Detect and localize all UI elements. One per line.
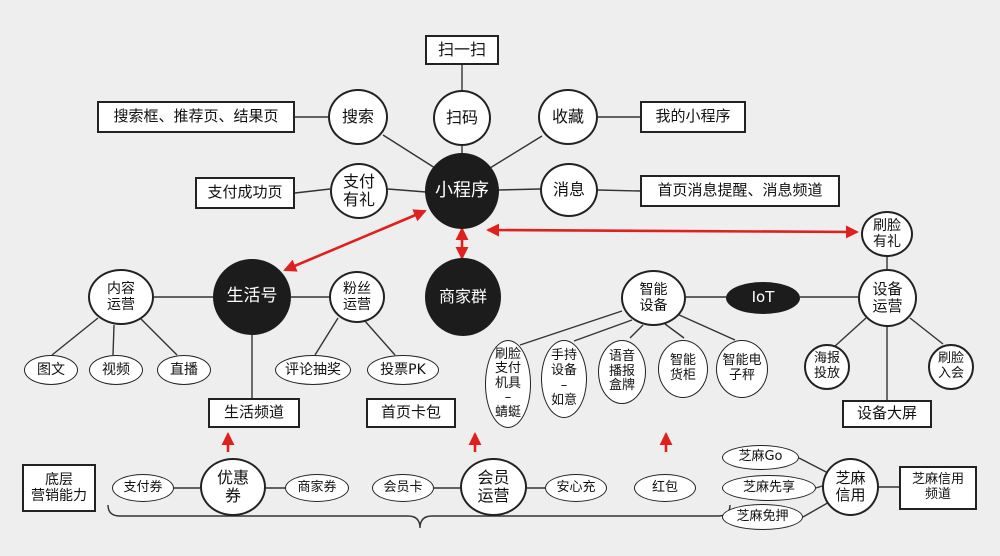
- device-voice-box: 语音 播报 盒牌: [598, 340, 646, 404]
- iot-node: IoT: [726, 282, 800, 314]
- base-marketing-box: 底层 营销能力: [22, 464, 96, 512]
- zhima-channel-box: 芝麻信用 频道: [899, 466, 977, 510]
- pay-success-page-box: 支付成功页: [195, 177, 295, 209]
- my-mini-program-box: 我的小程序: [640, 101, 746, 133]
- zhima-go-node: 芝麻Go: [722, 445, 799, 470]
- message-node: 消息: [540, 163, 598, 217]
- device-handheld-ruyi: 手持 设备 – 如意: [541, 340, 587, 418]
- content-item-video: 视频: [89, 355, 143, 385]
- zhima-pre-enjoy-node: 芝麻先享: [722, 475, 816, 501]
- face-gift-node: 刷脸 有礼: [861, 211, 913, 257]
- merchant-coupon-node: 商家券: [285, 474, 349, 502]
- smart-device-node: 智能 设备: [621, 270, 686, 326]
- fan-item-comment-lottery: 评论抽奖: [275, 355, 351, 385]
- peace-recharge-node: 安心充: [545, 474, 607, 502]
- fan-ops-node: 粉丝 运营: [329, 271, 385, 323]
- pay-gift-node: 支付 有礼: [330, 163, 388, 219]
- search-pages-box: 搜索框、推荐页、结果页: [97, 101, 295, 133]
- red-packet-node: 红包: [634, 474, 696, 502]
- poster-node: 海报 投放: [804, 344, 850, 390]
- message-channel-box: 首页消息提醒、消息频道: [640, 175, 840, 207]
- device-smart-scale: 智能电 子秤: [716, 340, 768, 398]
- search-node: 搜索: [328, 89, 388, 145]
- device-big-screen-box: 设备大屏: [842, 400, 932, 428]
- coupon-node: 优惠 券: [200, 458, 266, 516]
- zhima-deposit-free-node: 芝麻免押: [722, 504, 803, 530]
- home-card-box: 首页卡包: [366, 398, 456, 428]
- face-join-node: 刷脸 入会: [928, 344, 974, 390]
- pay-coupon-node: 支付券: [112, 474, 174, 502]
- scan-code-node: 扫码: [433, 90, 491, 146]
- fan-item-vote-pk: 投票PK: [367, 355, 439, 385]
- content-ops-node: 内容 运营: [88, 269, 154, 325]
- content-item-graphic: 图文: [24, 355, 78, 385]
- device-face-pay-dragonfly: 刷脸 支付 机具 – 蜻蜓: [485, 340, 531, 428]
- device-ops-node: 设备 运营: [858, 269, 917, 327]
- merchant-group-node: 商家群: [425, 258, 501, 336]
- mini-program-hub: 小程序: [425, 153, 499, 229]
- life-channel-box: 生活频道: [208, 398, 300, 428]
- member-ops-node: 会员 运营: [460, 458, 527, 516]
- content-item-live: 直播: [157, 355, 211, 385]
- life-account-node: 生活号: [213, 259, 291, 335]
- zhima-credit-node: 芝麻 信用: [822, 458, 879, 516]
- favorite-node: 收藏: [538, 89, 598, 145]
- member-card-node: 会员卡: [372, 474, 434, 502]
- device-smart-cabinet: 智能 货柜: [658, 340, 708, 398]
- scan-scan-box: 扫一扫: [425, 35, 499, 65]
